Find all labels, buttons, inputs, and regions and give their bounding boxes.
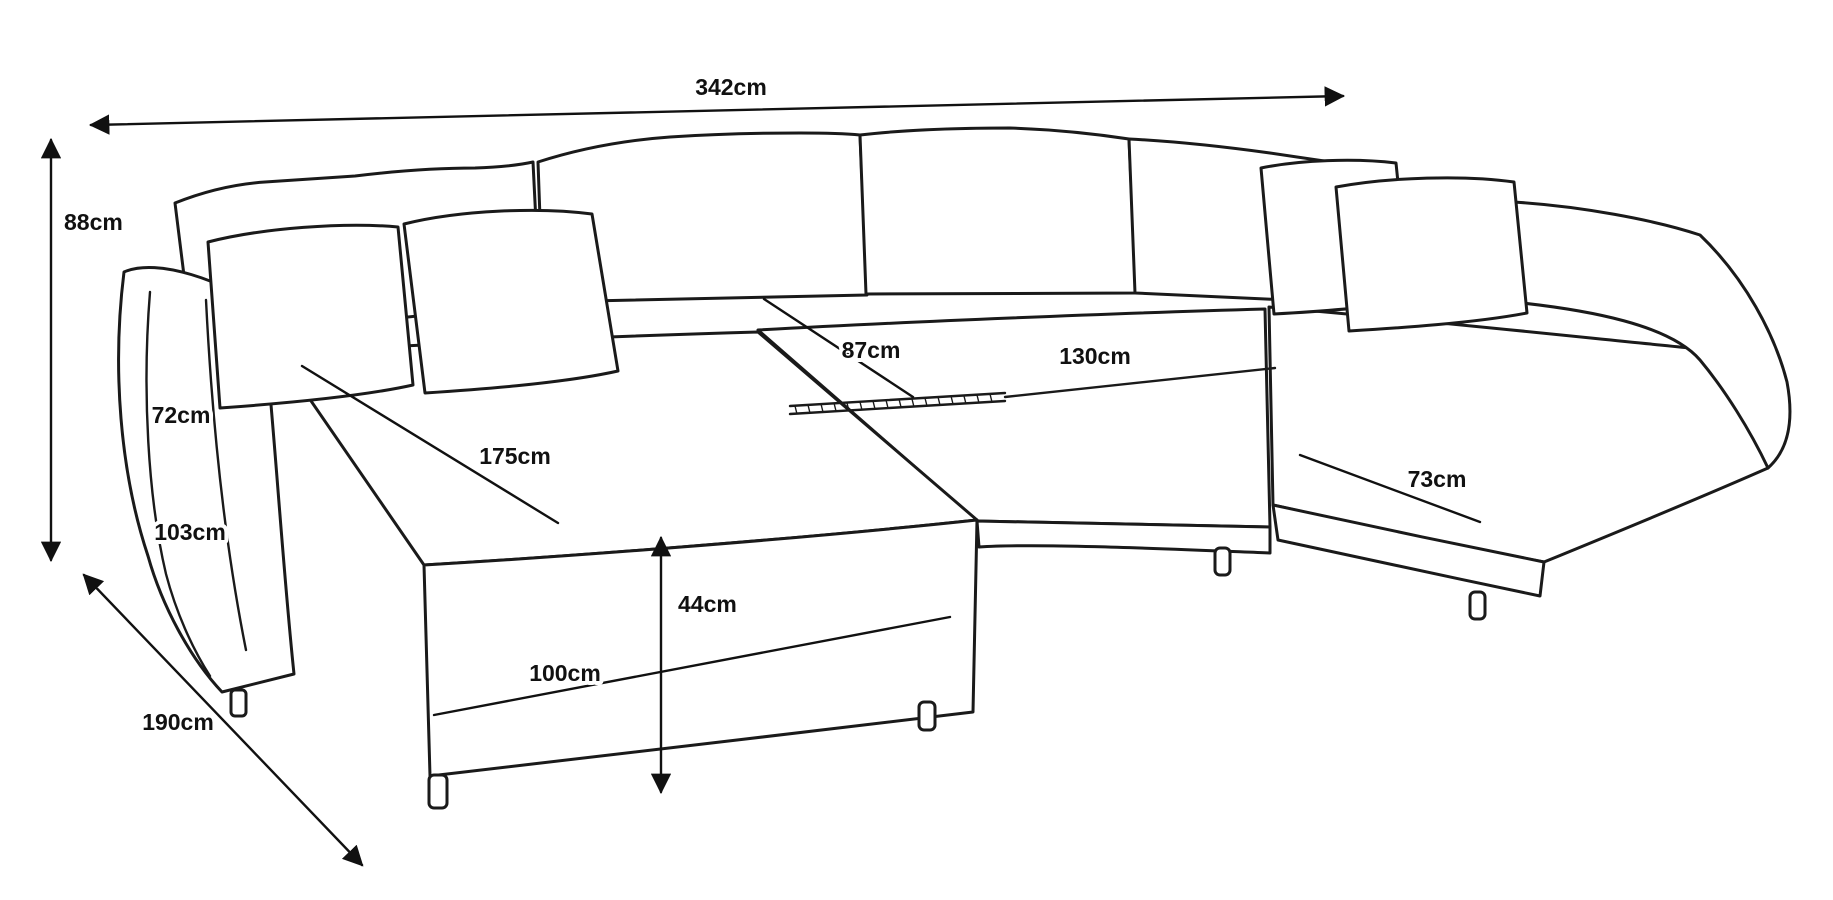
right-armrest [1511,200,1792,470]
back-cushion-mid-right [858,126,1138,296]
chaise-length-label: 175cm [479,443,551,469]
middle-seam-bottom-line [788,399,1007,416]
sofa-drawing [117,126,1792,810]
height-label: 88cm [64,209,123,235]
middle-width-label: 130cm [1059,343,1131,369]
middle-seat-front [975,519,1272,555]
right-pillow-front [1334,176,1529,333]
right-depth-label: 73cm [1408,466,1467,492]
middle-seat-top [756,307,1272,529]
middle-seam-top-line [788,391,1007,408]
seat-depth-label: 87cm [842,337,901,363]
middle-seam-hatching [794,393,993,415]
left-front-leg [427,773,449,810]
seat-height-label: 44cm [678,591,737,617]
middle-seam-extension [1003,366,1277,399]
depth-arrow [82,573,364,867]
front-length-label: 100cm [529,660,601,686]
total-width-label: 342cm [695,74,767,100]
side-length-label: 103cm [154,519,226,545]
chaise-length-line [300,364,560,525]
left-pillow-back [206,223,415,410]
front-length-line [432,615,952,717]
total-width-arrow [88,86,1346,135]
middle-leg [1213,546,1232,577]
left-armrest-foot [229,688,248,718]
seat-depth-line [762,297,915,399]
depth-label: 190cm [142,709,214,735]
dimension-labels: 342cm 88cm 72cm 103cm 190cm 175cm 100cm … [60,70,1470,739]
dimension-lines [40,86,1482,867]
left-pillow-front [402,208,620,395]
left-chaise-front [422,518,979,778]
right-depth-line [1298,453,1482,524]
back-height-label: 72cm [152,402,211,428]
right-chaise-front [1271,503,1546,598]
left-chaise-right-leg [917,700,937,732]
right-chaise-leg [1468,590,1487,621]
